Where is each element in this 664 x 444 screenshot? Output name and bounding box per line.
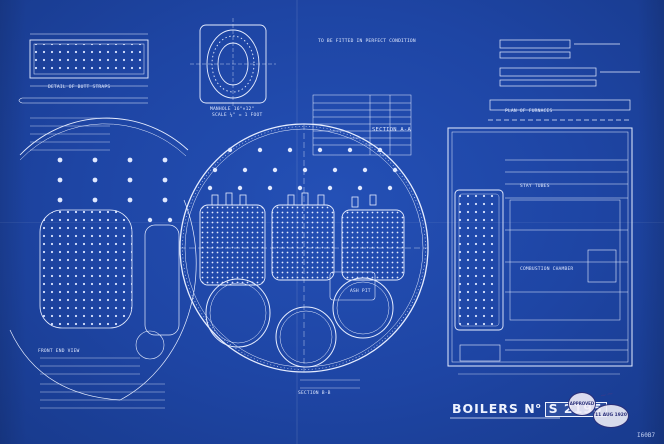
fitted-note: TO BE FITTED IN PERFECT CONDITION [318,39,416,44]
notes-table [312,94,412,156]
stay-tubes-label: STAY TUBES [520,184,550,189]
title-prefix: BOILERS N [452,401,536,416]
front-end-label: FRONT END VIEW [38,349,80,354]
section-a-label: SECTION A-A [372,127,411,133]
section-b-label: SECTION B-B [298,391,331,396]
approval-stamp: APPROVED [568,392,596,416]
sheet-code: I60B7 [637,432,656,439]
scale-label: SCALE ¼" = 1 FOOT [212,113,263,118]
approval-stamp-text: APPROVED [569,401,595,406]
title-superscript: o [535,401,542,410]
manhole-detail [190,18,276,108]
combustion-label: COMBUSTION CHAMBER [520,267,574,272]
end-plate-main [179,123,429,373]
date-stamp-text: 11 AUG 1920 [595,413,627,418]
ash-pit-label: ASH PIT [350,289,371,294]
plan-label: PLAN OF FURNACES [505,109,553,114]
end-plate-left [9,117,197,401]
butt-strap-detail [18,33,149,104]
stay-tube-details [488,39,640,121]
manhole-label: MANHOLE 16"×12" [210,107,255,112]
date-stamp: 11 AUG 1920 [593,404,629,428]
butt-strap-label: DETAIL OF BUTT STRAPS [48,85,111,90]
longitudinal-section [447,127,633,367]
